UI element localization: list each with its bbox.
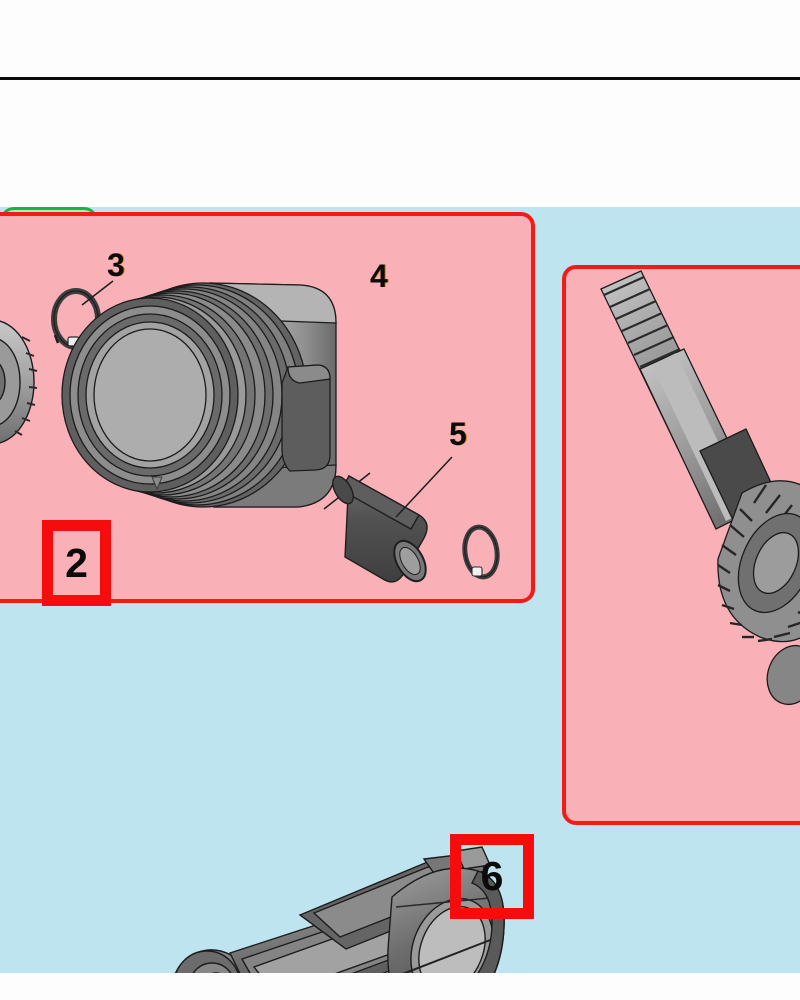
illustration-canvas: 3 4 5 2 6 <box>0 207 800 973</box>
title-area: Иллюстрированный каталог запасных част <box>0 80 800 207</box>
top-white-band <box>0 0 800 78</box>
callout-box-2[interactable]: 2 <box>42 520 111 606</box>
part-number-5: 5 <box>449 416 467 452</box>
bottom-white-band <box>0 973 800 1000</box>
part-number-4: 4 <box>370 258 388 294</box>
callout-box-6[interactable]: 6 <box>450 834 534 919</box>
camshaft-group-panel <box>562 265 800 825</box>
part-number-3: 3 <box>107 247 125 283</box>
header-divider-rule <box>0 77 800 80</box>
